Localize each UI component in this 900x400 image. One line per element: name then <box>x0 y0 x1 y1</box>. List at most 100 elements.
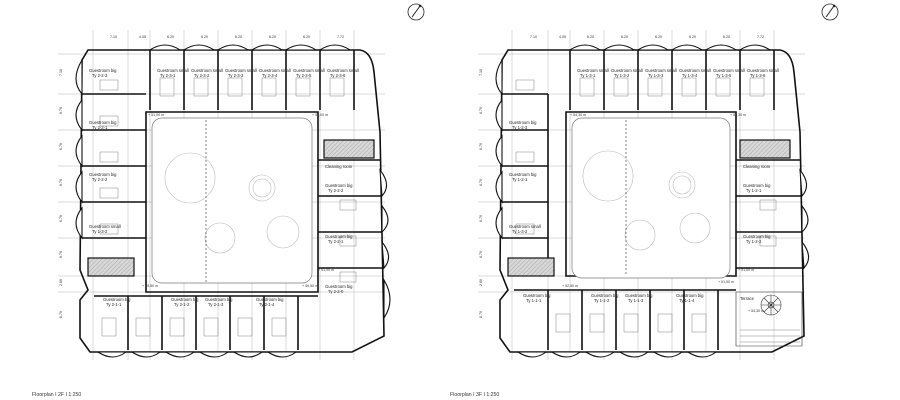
room-label: Guestroom small <box>327 68 359 73</box>
svg-text:+ 51,00 m: + 51,00 m <box>738 268 754 272</box>
room-label: Guestroom big <box>591 293 619 298</box>
courtyard <box>571 117 731 279</box>
elevation-markers: + 54,30 m + 55,30 m + 52,50 m + 51,00 m … <box>562 113 764 313</box>
terrace: Terrace <box>735 291 803 347</box>
room-label: Guestroom big <box>205 297 233 302</box>
courtyard-tree <box>582 150 634 202</box>
room-label: Guestroom small <box>509 224 541 229</box>
room-label: Guestroom big <box>325 183 353 188</box>
room-id: Ty 1-3-2 <box>512 229 528 234</box>
plan-caption: Floorplan I 3F I 1:250 <box>450 392 499 398</box>
stair-core <box>87 257 135 277</box>
svg-text:6.70: 6.70 <box>59 107 63 114</box>
svg-text:6.20: 6.20 <box>689 35 696 39</box>
svg-text:6.70: 6.70 <box>479 143 483 150</box>
building-outline <box>79 49 385 353</box>
room-id: Ty 2-1-2 <box>174 302 190 307</box>
svg-text:6.70: 6.70 <box>479 215 483 222</box>
svg-text:6.70: 6.70 <box>479 107 483 114</box>
elevation-markers: + 51,00 m + 52,00 m + 51,00 m + 49,50 m … <box>142 113 334 288</box>
courtyard-tree <box>672 175 692 195</box>
courtyard-tree <box>204 222 236 254</box>
svg-text:4.05: 4.05 <box>559 35 566 39</box>
room-id: Ty 1-3-1 <box>580 73 596 78</box>
room-id: Ty 1-3-2 <box>92 229 108 234</box>
room-id: Ty 2-3-6 <box>330 73 346 78</box>
room-id: Ty 2-3-1 <box>160 73 176 78</box>
north-arrow-icon <box>821 3 839 21</box>
svg-text:7.10: 7.10 <box>530 35 537 39</box>
svg-text:+ 51,00 m: + 51,00 m <box>148 113 164 117</box>
room-label: Guestroom small <box>293 68 325 73</box>
left-room-column: Guestroom big Ty 2-2-3 Guestroom big Ty … <box>75 58 146 277</box>
svg-text:8.70: 8.70 <box>479 311 483 318</box>
right-room-column: Cleaning room Guestroom big Ty 2-2-2 Gue… <box>318 139 391 320</box>
svg-text:6.20: 6.20 <box>587 35 594 39</box>
room-label: Guestroom big <box>509 120 537 125</box>
room-id: Ty 1-2-1 <box>512 177 528 182</box>
dimension-labels-left: 7.10 6.70 6.70 6.70 6.70 6.70 2.80 8.70 <box>59 69 63 318</box>
room-label: Cleaning room <box>743 164 771 169</box>
svg-text:+ 49,50 m: + 49,50 m <box>142 284 158 288</box>
courtyard-tree <box>252 178 272 198</box>
left-room-column: Guestroom big Ty 1-2-3 Guestroom big Ty … <box>495 58 555 277</box>
room-label: Guestroom big <box>325 284 353 289</box>
room-label: Guestroom small <box>645 68 677 73</box>
svg-text:6.70: 6.70 <box>479 251 483 258</box>
room-label: Guestroom small <box>747 68 779 73</box>
room-id: Ty 2-3-2 <box>194 73 210 78</box>
courtyard <box>151 117 313 284</box>
room-label: Guestroom small <box>577 68 609 73</box>
svg-text:6.70: 6.70 <box>59 179 63 186</box>
svg-text:+ 51,00 m: + 51,00 m <box>718 280 734 284</box>
room-label: Guestroom big <box>256 297 284 302</box>
bottom-room-row: Guestroom big Ty 2-1-1 Guestroom big Ty … <box>94 295 318 358</box>
room-label: Guestroom big <box>103 297 131 302</box>
svg-text:6.20: 6.20 <box>269 35 276 39</box>
corridor-ring <box>565 111 737 277</box>
courtyard-tree <box>266 215 300 249</box>
room-label: Terrace <box>740 296 755 301</box>
top-room-row: Guestroom small Ty 1-3-1 Guestroom small… <box>568 44 779 110</box>
room-id: Ty 1-3-3 <box>648 73 664 78</box>
room-label: Guestroom big <box>625 293 653 298</box>
svg-text:6.20: 6.20 <box>723 35 730 39</box>
north-arrow-icon <box>407 3 425 21</box>
room-id: Ty 1-2-3 <box>512 125 528 130</box>
svg-text:+ 51,00 m: + 51,00 m <box>318 268 334 272</box>
room-label: Guestroom small <box>713 68 745 73</box>
svg-text:+ 52,50 m: + 52,50 m <box>562 284 578 288</box>
courtyard-tree <box>668 171 696 199</box>
svg-text:7.72: 7.72 <box>337 35 344 39</box>
room-label: Guestroom small <box>259 68 291 73</box>
room-label: Guestroom big <box>509 172 537 177</box>
room-id: Ty 1-3-4 <box>682 73 698 78</box>
room-id: Ty 1-2-2 <box>746 239 762 244</box>
svg-text:6.70: 6.70 <box>59 251 63 258</box>
room-id: Ty 2-1-1 <box>106 302 122 307</box>
room-id: Ty 2-2-2 <box>92 177 108 182</box>
svg-text:+ 52,00 m: + 52,00 m <box>312 113 328 117</box>
room-label: Guestroom small <box>191 68 223 73</box>
room-label: Guestroom big <box>325 234 353 239</box>
room-label: Guestroom small <box>611 68 643 73</box>
svg-text:+ 54,30 m: + 54,30 m <box>748 309 764 313</box>
svg-text:6.20: 6.20 <box>235 35 242 39</box>
room-id: Ty 2-3-3 <box>228 73 244 78</box>
svg-text:6.20: 6.20 <box>303 35 310 39</box>
courtyard-tree <box>164 152 216 204</box>
room-label: Guestroom big <box>523 293 551 298</box>
room-label: Guestroom big <box>89 172 117 177</box>
room-id: Ty 2-3-5 <box>296 73 312 78</box>
room-id: Ty 2-3-4 <box>262 73 278 78</box>
svg-text:6.20: 6.20 <box>167 35 174 39</box>
stair-core <box>739 139 791 159</box>
svg-text:7.10: 7.10 <box>59 69 63 76</box>
plan-caption: Floorplan I 2F I 1:250 <box>32 392 81 398</box>
room-id: Ty 1-1-4 <box>679 298 695 303</box>
svg-text:+ 55,30 m: + 55,30 m <box>730 113 746 117</box>
svg-text:6.20: 6.20 <box>201 35 208 39</box>
room-label: Guestroom big <box>89 120 117 125</box>
svg-text:7.10: 7.10 <box>479 69 483 76</box>
